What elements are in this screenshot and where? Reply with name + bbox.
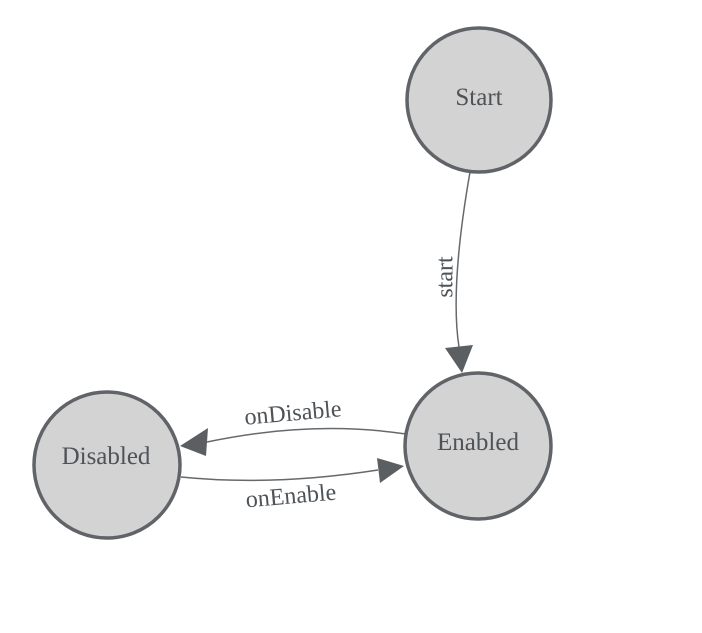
node-label-enabled: Enabled [437,429,519,456]
state-node-enabled [403,371,553,521]
edge-label-start: start [432,256,459,298]
state-node-disabled [32,390,182,540]
edge-start-to-enabled [445,171,473,373]
arrowhead-into-enabled-left [377,458,404,483]
state-node-start [405,26,553,174]
arrowhead-into-enabled-top [445,345,473,373]
edge-line-start [455,171,471,348]
node-label-disabled: Disabled [61,443,151,470]
edge-line-onenable [180,469,379,482]
edge-disabled-to-enabled [180,458,404,483]
node-label-start: Start [455,84,503,111]
edge-line-ondisable [206,427,407,443]
arrowhead-into-disabled [180,428,208,456]
edge-enabled-to-disabled [180,427,407,456]
